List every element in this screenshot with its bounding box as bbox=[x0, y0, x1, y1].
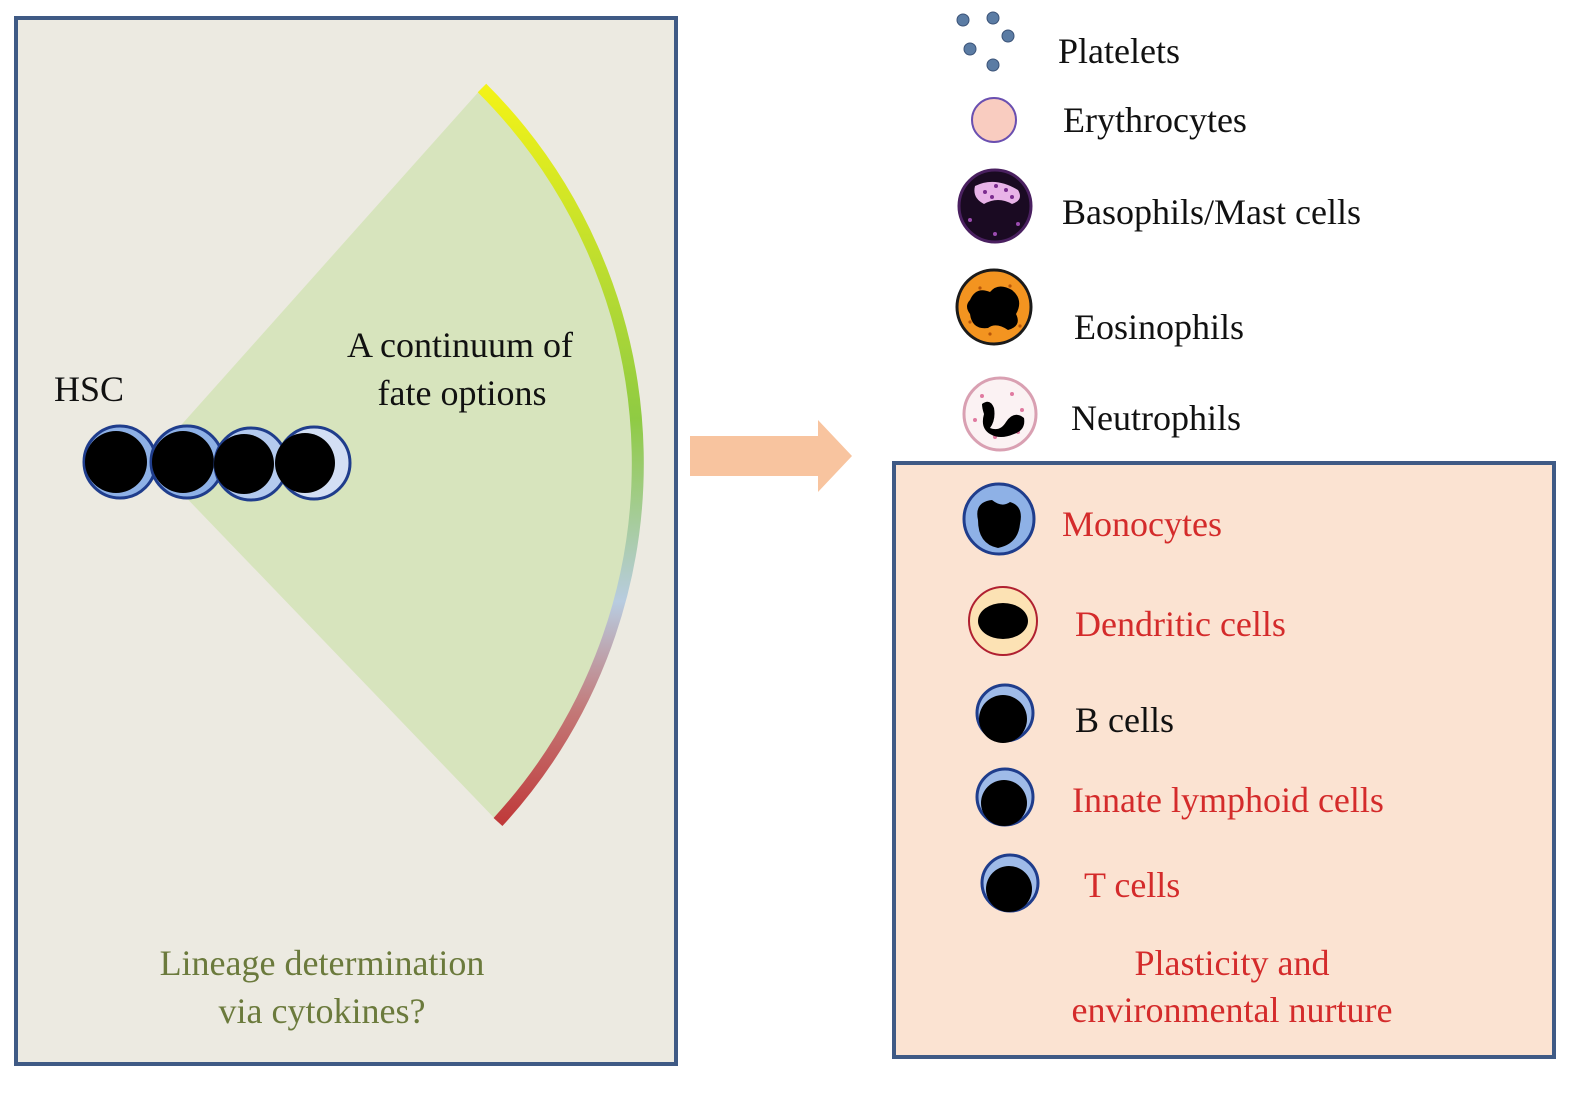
basophils-label: Basophils/Mast cells bbox=[1062, 192, 1361, 232]
monocyte-icon bbox=[962, 482, 1036, 556]
left-panel: HSC A continuum of fate options Lineage … bbox=[14, 16, 678, 1066]
hsc-cell bbox=[82, 424, 158, 500]
left-caption-line1: Lineage determination bbox=[160, 943, 485, 983]
plasticity-box-frame bbox=[892, 461, 1556, 1059]
plasticity-caption-line2: environmental nurture bbox=[1072, 990, 1393, 1030]
dendritic-cell-icon bbox=[968, 586, 1038, 656]
eosinophils-label: Eosinophils bbox=[1074, 307, 1244, 347]
right-arrow bbox=[690, 420, 852, 492]
platelets-label: Platelets bbox=[1058, 31, 1180, 71]
b-cell-icon bbox=[975, 683, 1035, 743]
b-cells-label: B cells bbox=[1075, 700, 1174, 740]
t-cells-label: T cells bbox=[1084, 865, 1180, 905]
eosinophil-icon bbox=[955, 268, 1033, 346]
plasticity-caption-line1: Plasticity and bbox=[1135, 943, 1330, 983]
basophil-icon bbox=[957, 168, 1033, 244]
innate-lymphoid-cell-icon bbox=[975, 767, 1035, 827]
monocytes-label: Monocytes bbox=[1062, 504, 1222, 544]
hsc-cell bbox=[213, 426, 289, 502]
fate-continuum-fan bbox=[150, 88, 638, 822]
hsc-cell-stack bbox=[82, 424, 352, 502]
hsc-cell bbox=[275, 425, 352, 501]
fan-label-line2: fate options bbox=[378, 373, 547, 413]
t-cell-icon bbox=[980, 853, 1040, 913]
innate-lymphoid-cells-label: Innate lymphoid cells bbox=[1072, 780, 1384, 820]
hsc-cell bbox=[149, 424, 225, 500]
left-caption-line2: via cytokines? bbox=[219, 991, 426, 1031]
fan-label-line1: A continuum of bbox=[347, 325, 573, 365]
hsc-label: HSC bbox=[54, 369, 124, 409]
dendritic-cells-label: Dendritic cells bbox=[1075, 604, 1286, 644]
plasticity-box: Monocytes Dendritic cells B cells Innate… bbox=[892, 461, 1556, 1059]
platelets-icon bbox=[956, 11, 1015, 72]
erythrocyte-icon bbox=[971, 97, 1017, 143]
erythrocytes-label: Erythrocytes bbox=[1063, 100, 1247, 140]
neutrophils-label: Neutrophils bbox=[1071, 398, 1241, 438]
fate-continuum-arc bbox=[477, 83, 644, 827]
cell-type-list: Platelets Erythrocytes Basophils/Mast ce… bbox=[955, 11, 1361, 452]
neutrophil-icon bbox=[962, 376, 1038, 452]
